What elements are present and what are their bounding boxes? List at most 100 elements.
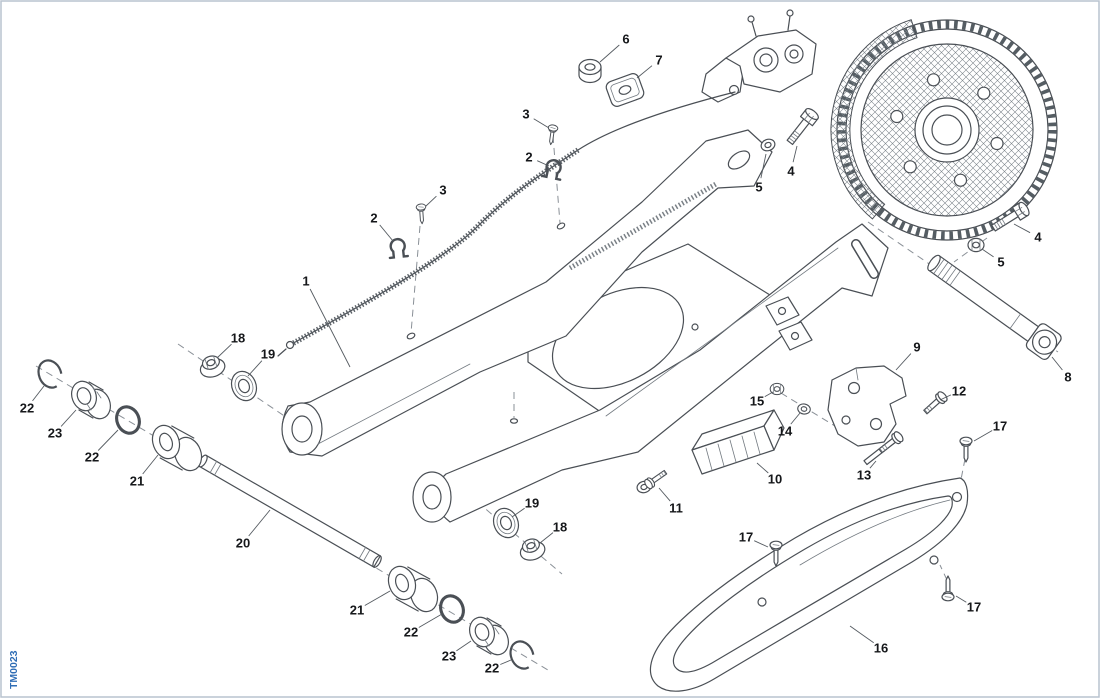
slider-screw: [959, 436, 973, 463]
callout-part-4: 4: [787, 145, 798, 179]
callout-part-6: 6: [599, 32, 630, 63]
callout-part-3: 3: [522, 107, 550, 129]
assembly-axis-lines: [35, 135, 1059, 671]
guide-washer: [796, 402, 812, 416]
callout-part-3: 3: [425, 183, 447, 207]
callout-part-2: 2: [525, 150, 550, 167]
pivot-boss-right: [412, 471, 452, 523]
svg-text:18: 18: [553, 520, 567, 535]
svg-text:6: 6: [622, 32, 629, 47]
callout-part-11: 11: [658, 487, 683, 516]
brake-caliper: [701, 9, 817, 103]
callout-part-23: 23: [48, 409, 77, 441]
svg-text:5: 5: [997, 255, 1004, 270]
svg-text:4: 4: [1034, 230, 1042, 245]
svg-text:9: 9: [913, 340, 920, 355]
svg-text:22: 22: [485, 661, 499, 676]
needle-bushing: [71, 380, 111, 420]
callouts-layer: 6732321454589121514131011171717161819222…: [20, 32, 1072, 676]
needle-bushing: [469, 616, 509, 656]
callout-part-4: 4: [1013, 223, 1042, 245]
callout-part-17: 17: [955, 595, 981, 615]
svg-text:14: 14: [778, 424, 793, 439]
drive-chain: [830, 19, 918, 220]
callout-part-17: 17: [739, 530, 769, 548]
svg-text:15: 15: [750, 394, 764, 409]
axle-nut: [967, 237, 985, 253]
chain-slider: [649, 477, 969, 692]
callout-part-16: 16: [849, 625, 888, 656]
svg-text:5: 5: [755, 180, 762, 195]
svg-text:3: 3: [439, 183, 446, 198]
chain-guide-bracket: [827, 365, 907, 447]
bearing-stack-upper: [33, 352, 262, 472]
svg-text:3: 3: [522, 107, 529, 122]
callout-part-20: 20: [236, 509, 271, 551]
svg-text:23: 23: [442, 649, 456, 664]
callout-part-13: 13: [857, 460, 877, 483]
svg-text:19: 19: [525, 496, 539, 511]
block-bolt: [635, 467, 670, 495]
callout-part-8: 8: [1051, 356, 1072, 385]
callout-part-5: 5: [755, 153, 767, 195]
svg-text:21: 21: [130, 474, 144, 489]
svg-text:22: 22: [20, 401, 34, 416]
svg-text:7: 7: [655, 53, 662, 68]
callout-part-1: 1: [302, 274, 351, 368]
svg-text:8: 8: [1064, 370, 1071, 385]
slider-screw: [941, 575, 955, 602]
guide-screw: [920, 389, 950, 417]
svg-text:17: 17: [739, 530, 753, 545]
spacer-bushing: [387, 565, 439, 613]
dropout-slot-left: [727, 150, 751, 170]
callout-part-5: 5: [981, 248, 1005, 270]
callout-part-21: 21: [130, 454, 159, 489]
spacer-bushing: [151, 424, 203, 472]
callout-part-23: 23: [442, 640, 472, 664]
callout-part-21: 21: [350, 590, 391, 618]
svg-text:2: 2: [525, 150, 532, 165]
callout-part-18: 18: [539, 520, 567, 544]
svg-text:20: 20: [236, 536, 250, 551]
o-ring: [111, 401, 145, 439]
svg-text:1: 1: [302, 274, 309, 289]
guide-bolt: [863, 429, 906, 466]
svg-text:19: 19: [261, 347, 275, 362]
callout-part-22: 22: [20, 385, 45, 416]
callout-part-19: 19: [247, 347, 275, 377]
grommet: [578, 58, 602, 84]
svg-text:22: 22: [404, 625, 418, 640]
svg-text:11: 11: [669, 501, 683, 516]
pivot-boss-left: [281, 402, 323, 456]
callout-part-19: 19: [511, 496, 539, 518]
svg-text:13: 13: [857, 468, 871, 483]
callout-part-14: 14: [778, 412, 801, 439]
svg-text:21: 21: [350, 603, 364, 618]
dropout-slot-right: [852, 240, 878, 278]
bearing-stack-lower: [387, 503, 548, 674]
swingarm: [281, 129, 889, 523]
rear-axle: [927, 254, 1062, 360]
svg-text:23: 23: [48, 426, 62, 441]
pivot-nut: [196, 352, 228, 381]
callout-part-7: 7: [636, 53, 663, 79]
svg-text:10: 10: [768, 472, 782, 487]
svg-text:17: 17: [967, 600, 981, 615]
callout-part-18: 18: [216, 331, 245, 359]
svg-text:2: 2: [370, 211, 377, 226]
callout-part-22: 22: [404, 613, 443, 640]
pivot-nut: [516, 535, 548, 564]
hose-guide-pad: [605, 73, 645, 107]
callout-part-12: 12: [939, 384, 966, 401]
callout-part-9: 9: [895, 340, 921, 371]
svg-text:16: 16: [874, 641, 888, 656]
dust-seal: [226, 366, 262, 406]
svg-text:18: 18: [231, 331, 245, 346]
chain-guide-block: [691, 409, 785, 475]
svg-text:17: 17: [993, 419, 1007, 434]
o-ring: [435, 590, 469, 628]
drawing-code: TM0023: [8, 650, 20, 689]
brake-hose: [277, 91, 736, 357]
